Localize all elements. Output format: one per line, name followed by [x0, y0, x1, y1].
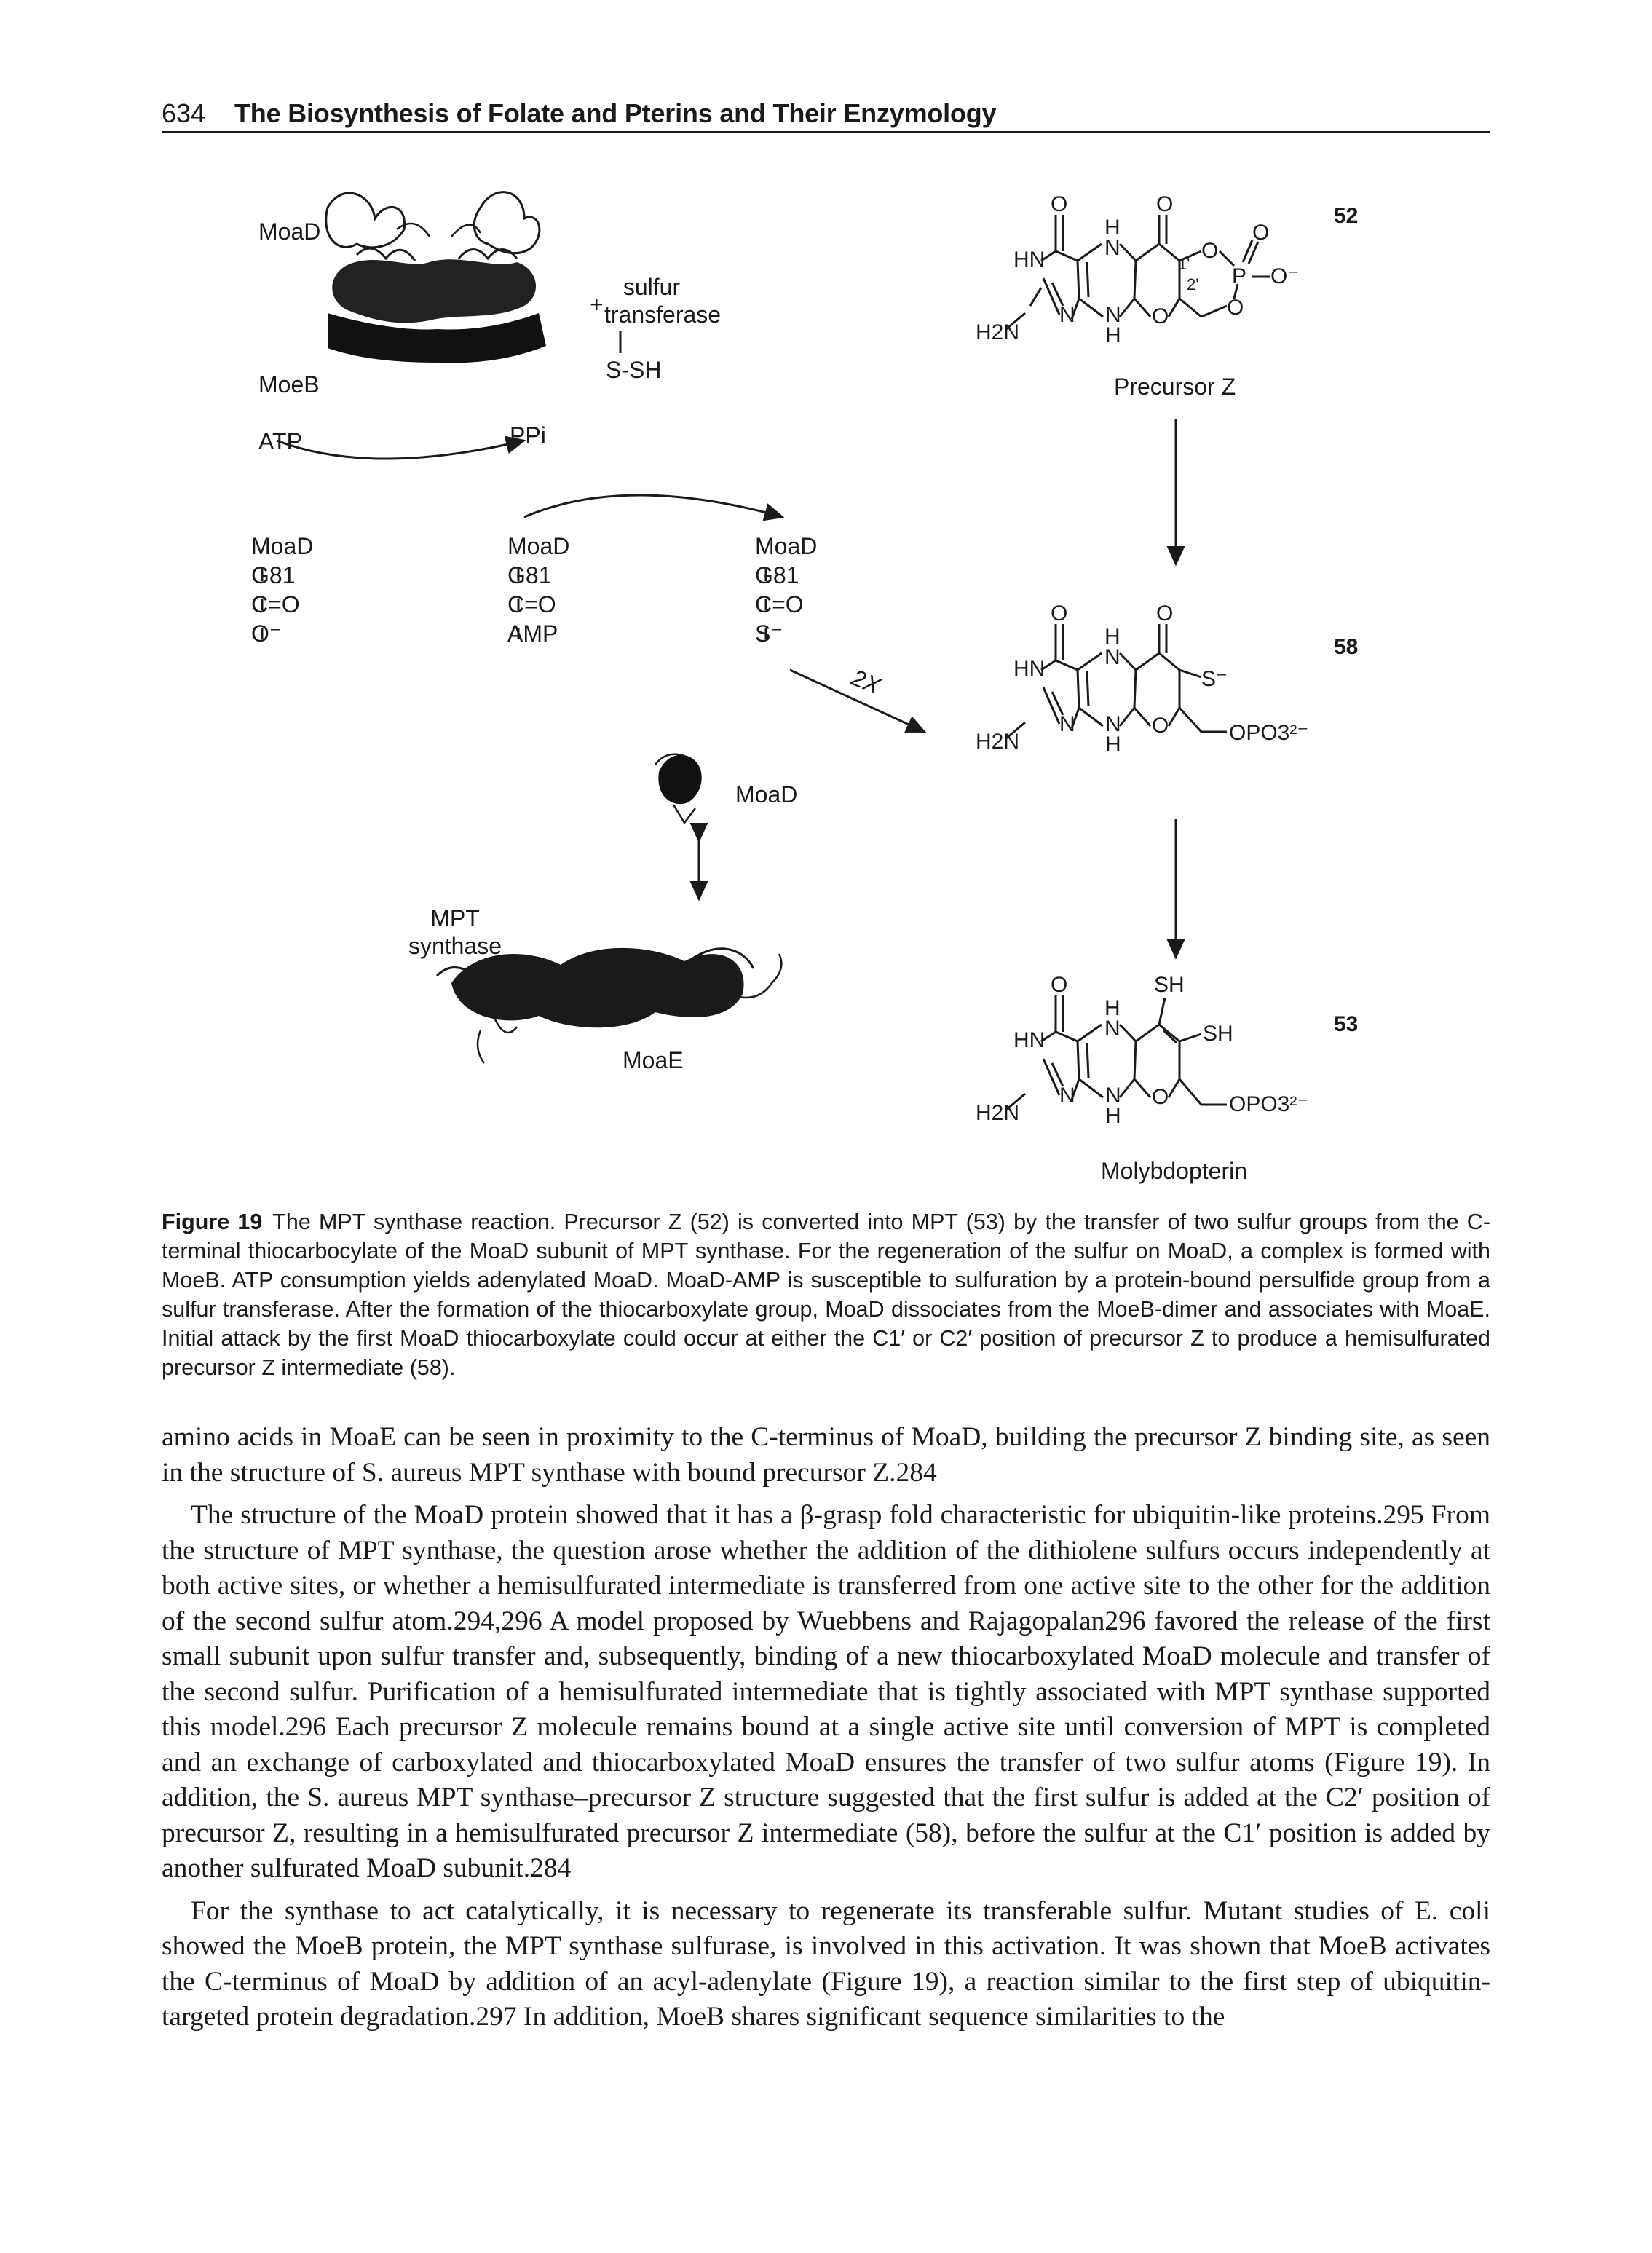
stack-row: G81 [251, 562, 296, 588]
atom-label: H2N [976, 1101, 1020, 1125]
figure-caption-label: Figure 19 [162, 1210, 263, 1234]
running-head: 634 The Biosynthesis of Folate and Pteri… [162, 97, 1490, 136]
atom-label: HN [1013, 657, 1046, 681]
atom-label: O [1051, 192, 1068, 216]
page-number: 634 [162, 98, 206, 128]
label-moae: MoaE [623, 1047, 684, 1073]
atom-label: H [1105, 1104, 1121, 1128]
paragraph: The structure of the MoaD protein showed… [162, 1500, 1490, 1883]
atom-label: OPO3²⁻ [1229, 721, 1309, 745]
atom-label: H [1104, 216, 1121, 240]
body-text: amino acids in MoaE can be seen in proxi… [162, 1420, 1490, 2043]
atom-label: N [1104, 1017, 1121, 1041]
label-moad-complex: MoaD [258, 218, 321, 245]
stack-row: C=O [507, 591, 556, 617]
atom-label: O [1152, 1085, 1169, 1109]
stack-row: MoaD [507, 533, 570, 559]
atom-label: H2N [976, 320, 1020, 344]
atom-label: HN [1013, 1028, 1046, 1052]
atom-label: 2' [1187, 275, 1199, 293]
atom-label: HN [1013, 248, 1046, 272]
atom-label: O [1252, 221, 1270, 245]
stack-row: G81 [755, 562, 799, 588]
atom-label: H [1104, 625, 1121, 649]
atom-label: N [1059, 1084, 1075, 1108]
intermediate-carboxylate: MoaD G81 C=O O⁻ [251, 532, 313, 648]
label-moad-free: MoaD [735, 781, 798, 808]
stack-row: C=O [251, 591, 300, 617]
atom-label: N [1105, 1084, 1121, 1108]
atom-label: OPO3²⁻ [1229, 1092, 1309, 1116]
stack-row: AMP [507, 620, 558, 647]
stack-row: MoaD [251, 533, 314, 559]
atom-label: H [1105, 733, 1121, 757]
figure-19: MoaD MoeB + sulfur transferase S-SH ATP … [218, 167, 1471, 1187]
atom-label: SH [1203, 1022, 1233, 1046]
label-moeb: MoeB [258, 371, 320, 398]
structure-molybdopterin [1005, 995, 1227, 1111]
stack-row: C=O [755, 591, 804, 617]
paragraph: amino acids in MoaE can be seen in proxi… [162, 1422, 1490, 1488]
structure-hemisulfurated-58 [1005, 624, 1227, 740]
label-ppi: PPi [510, 422, 546, 449]
atp-ppi-arrow [276, 435, 526, 460]
sulfuration-arrow [523, 494, 785, 521]
atom-label: O [1201, 239, 1219, 263]
figure-artwork [261, 191, 1270, 1111]
stack-row: O⁻ [251, 620, 282, 647]
atom-label: O⁻ [1270, 264, 1300, 288]
atom-label: H2N [976, 730, 1020, 754]
atom-label: 1' [1178, 255, 1190, 273]
compound-number-53: 53 [1334, 1012, 1359, 1036]
label-s-sh: S-SH [606, 357, 662, 383]
label-plus: + [590, 291, 604, 317]
atom-label: P [1232, 264, 1247, 288]
atom-label: H [1105, 323, 1121, 347]
label-mpt-synthase: MPT synthase [408, 905, 502, 959]
atom-label: O [1152, 304, 1169, 328]
compound-number-52: 52 [1334, 204, 1359, 228]
atom-label: O [1152, 714, 1169, 738]
label-atp: ATP [258, 428, 302, 454]
stack-row: S⁻ [755, 620, 783, 647]
moad-free-structure [655, 753, 702, 825]
running-title: The Biosynthesis of Folate and Pterins a… [234, 98, 997, 128]
compound-number-58: 58 [1334, 635, 1359, 659]
atom-label: O [1156, 601, 1174, 626]
stack-row: MoaD [755, 533, 818, 559]
paragraph: For the synthase to act catalytically, i… [162, 1895, 1490, 2032]
atom-label: N [1105, 303, 1121, 327]
moad-moeb-complex-structure [325, 191, 546, 363]
label-sulfur-transferase: sulfur transferase [604, 274, 722, 328]
mpt-synthase-structure [435, 947, 783, 1064]
atom-label: N [1059, 712, 1075, 736]
label-molybdopterin: Molybdopterin [1101, 1158, 1247, 1184]
intermediate-thiocarboxylate: MoaD G81 C=O S⁻ [755, 532, 817, 648]
transfer-arrow-2x [789, 668, 927, 733]
atom-label: H [1104, 996, 1121, 1020]
atom-label: N [1105, 712, 1121, 736]
intermediate-adenylate: MoaD G81 C=O AMP [507, 532, 569, 648]
stack-row: G81 [507, 562, 552, 588]
atom-label: O [1051, 973, 1068, 997]
label-precursor-z: Precursor Z [1114, 374, 1236, 400]
atom-label: O [1051, 601, 1068, 626]
atom-label: N [1059, 303, 1075, 327]
atom-label: O [1156, 192, 1174, 216]
atom-label: SH [1154, 973, 1185, 997]
atom-label: N [1104, 236, 1121, 260]
atom-label: S⁻ [1201, 667, 1228, 691]
header-rule [162, 131, 1490, 133]
structure-precursor-z [1005, 215, 1270, 331]
atom-label: O [1227, 296, 1244, 320]
atom-label: N [1104, 645, 1121, 669]
figure-caption-text: The MPT synthase reaction. Precursor Z (… [162, 1210, 1490, 1380]
